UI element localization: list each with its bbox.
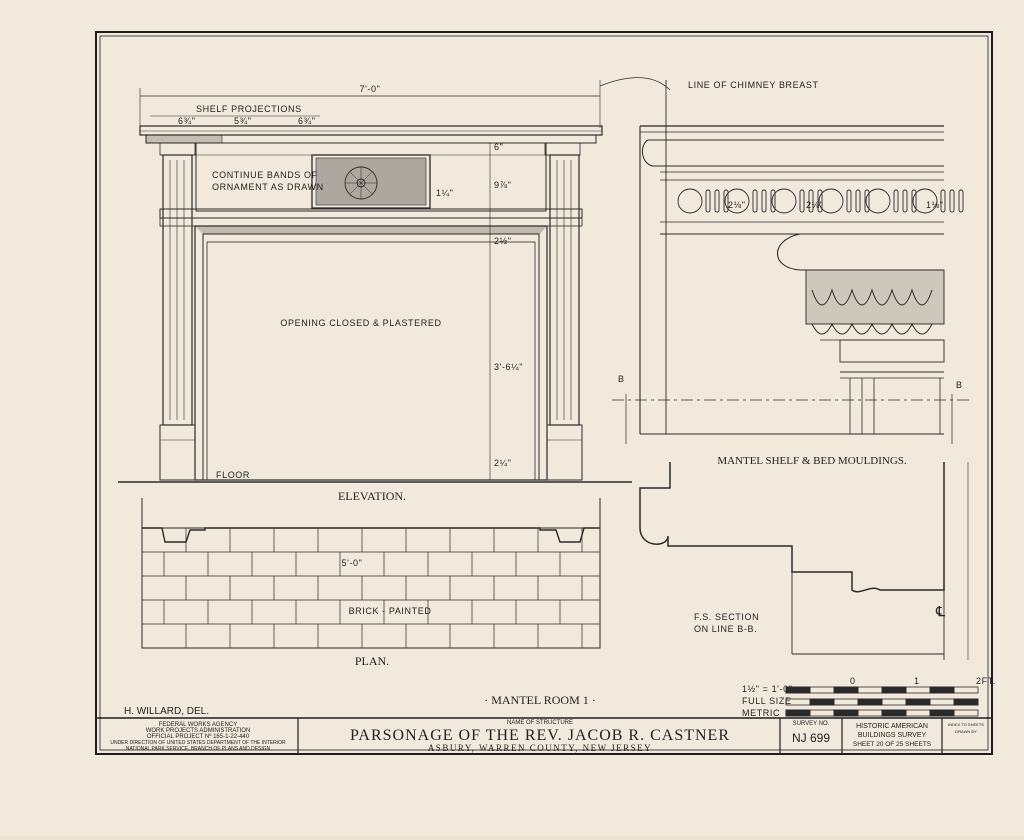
sheet-info: SHEET 20 OF 25 SHEETS [853,741,932,748]
ornament-note-line1: CONTINUE BANDS OF [212,170,318,180]
flute-ornament [799,189,805,213]
survey-name-line1: HISTORIC AMERICAN [856,723,928,730]
flute-ornament [902,189,908,213]
bead-ornament [677,188,703,214]
structure-location: ASBURY, WARREN COUNTY, NEW JERSEY [428,743,652,753]
dim-9-7-8: 9⅞" [494,180,512,190]
dim-1-1-4: 1¼" [436,188,454,198]
flute-ornament [893,189,899,213]
index-line-2: DRAWN BY [955,729,977,734]
scale-cell [785,686,811,694]
flute-ornament [770,189,776,213]
scale-cell [953,698,979,706]
dim-2-1-4: 2¼" [494,458,512,468]
sheet-border [95,31,993,755]
agency-line-1: FEDERAL WORKS AGENCY [159,722,237,728]
scale-cell [881,686,907,694]
scale-row-3: METRIC [742,708,780,718]
section-drawing [599,77,972,660]
dim-2-1-2: 2½" [494,236,512,246]
bead-ornament [865,188,891,214]
scale-row-2: FULL SIZE [742,696,792,706]
fs-section-line2: ON LINE B-B. [694,624,757,634]
flute-ornament [808,189,814,213]
scale-cell [881,709,907,717]
overall-width-dim: 7'-0" [360,84,381,94]
cut-marker-right: B [956,380,963,390]
agency-line-5: NATIONAL PARK SERVICE, BRANCH OF PLANS A… [126,746,271,752]
scale-cell [857,698,883,706]
agency-line-4: UNDER DIRECTION OF UNITED STATES DEPARTM… [110,740,286,746]
plan-dim: 5'-0" [342,558,363,568]
scale-tick-1: 1 [914,676,920,686]
scale-cell [809,698,835,706]
section-title: MANTEL SHELF & BED MOULDINGS. [717,455,907,467]
scale-cell [929,686,955,694]
flute-ornament [752,189,758,213]
survey-no: NJ 699 [792,731,830,745]
section-dim-3: 1⅛" [926,200,944,210]
scale-cell [785,709,811,717]
name-of-structure-label: NAME OF STRUCTURE [507,720,573,726]
floor-label: FLOOR [216,470,250,480]
survey-no-label: SURVEY NO. [793,721,830,727]
opening-note: OPENING CLOSED & PLASTERED [280,318,441,328]
sheet-inner-border [99,35,989,751]
index-line-1: INDEX TO SHEETS [948,722,984,727]
delineator: H. WILLARD, DEL. [124,706,209,717]
fs-section-line1: F.S. SECTION [694,612,759,622]
plan-note: BRICK - PAINTED [349,606,432,616]
centerline-mark: ℄ [935,603,945,619]
agency-line-3: OFFICIAL PROJECT Nº 165-1-22-440 [147,733,250,740]
cut-marker-left: B [618,374,625,384]
bead-ornament [912,188,938,214]
title-block [96,717,992,754]
projection-dim-3: 6¾" [298,116,316,126]
plan-title: PLAN. [355,654,389,668]
elevation-drawing [118,80,632,483]
projection-dim-2: 5¾" [234,116,252,126]
flute-ornament [714,189,720,213]
scale-tick-0: 0 [850,676,856,686]
ornament-note-line2: ORNAMENT AS DRAWN [212,182,324,192]
drawing-title: · MANTEL ROOM 1 · [484,693,596,707]
bead-ornament [818,188,844,214]
plan-drawing [141,498,601,649]
scale-cell [929,709,955,717]
flute-ornament [864,189,870,213]
flute-ornament [817,189,823,213]
flute-ornament [855,189,861,213]
section-dim-2: 2⅛" [806,200,824,210]
flute-ornament [761,189,767,213]
flute-ornament [846,189,852,213]
scale-cell [833,686,859,694]
dim-6: 6" [494,142,503,152]
chimney-breast-label: LINE OF CHIMNEY BREAST [688,80,819,90]
scale-cell [833,709,859,717]
scale-bar [785,686,979,717]
flute-ornament [958,189,964,213]
survey-name-line2: BUILDINGS SURVEY [858,732,927,739]
projection-dim-1: 6¾" [178,116,196,126]
scale-row-1: 1½" = 1'-0" [742,684,792,694]
flute-ornament [911,189,917,213]
bead-ornament [724,188,750,214]
flute-ornament [723,189,729,213]
structure-name: PARSONAGE OF THE REV. JACOB R. CASTNER [350,727,730,744]
scale-cell [905,698,931,706]
scale-tick-2: 2FT. [976,676,996,686]
flute-ornament [940,189,946,213]
agency-line-2: WORK PROJECTS ADMINISTRATION [146,728,251,734]
dim-3-6-1-4: 3'-6¼" [494,362,523,372]
flute-ornament [705,189,711,213]
shelf-projections-label: SHELF PROJECTIONS [196,104,302,114]
elevation-title: ELEVATION. [338,489,406,503]
flute-ornament [949,189,955,213]
section-dim-1: 2⅛" [728,200,746,210]
bead-ornament [771,188,797,214]
